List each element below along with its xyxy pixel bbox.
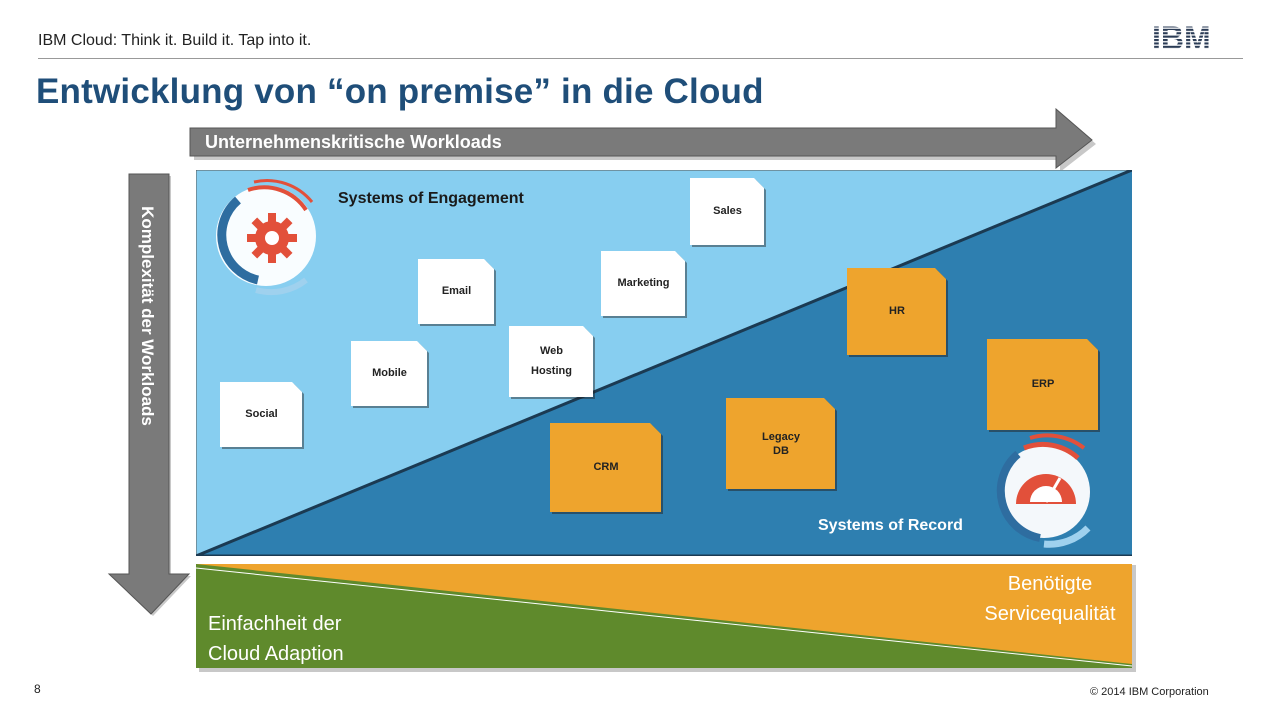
card-web-label-2: Hosting [531,365,572,377]
card-crm: CRM [550,423,663,514]
ibm-logo: IBM [1152,22,1211,52]
cloud-adoption-line-1: Einfachheit der [208,613,342,635]
card-mobile: Mobile [351,341,429,408]
slide-title: Entwicklung von “on premise” in die Clou… [36,72,764,111]
speedometer-icon [996,433,1091,548]
card-marketing-label: Marketing [617,277,670,290]
card-crm-label: CRM [593,461,619,474]
copyright: © 2014 IBM Corporation [1090,686,1209,698]
vertical-arrow-label: Komplexität der Workloads [138,206,157,426]
card-web-label-1: Web [539,345,563,358]
bottom-wedge-bar [196,564,1136,672]
card-email-label: Email [441,285,472,298]
card-mobile-label: Mobile [372,367,407,380]
systems-of-record-label: Systems of Record [818,517,963,534]
orange-wedge [196,564,1132,664]
service-quality-label: Benötigte Servicequalität [960,569,1140,629]
cloud-adoption-label: Einfachheit der Cloud Adaption [208,609,344,669]
card-social: Social [220,382,304,449]
systems-panel [196,170,1132,556]
header-subtitle: IBM Cloud: Think it. Build it. Tap into … [38,32,312,49]
service-quality-line-1: Benötigte [1007,573,1093,595]
card-erp-label: ERP [1031,378,1055,391]
card-sales-label: Sales [713,205,742,218]
ibm-logo-text: IBM [1152,22,1211,52]
gear-icon [216,179,316,296]
horizontal-arrow [189,108,1096,170]
horizontal-arrow-label: Unternehmenskritische Workloads [205,132,502,152]
systems-of-engagement-label: Systems of Engagement [338,190,524,207]
card-sales: Sales [690,178,766,247]
card-hr-label: HR [889,305,905,318]
vertical-arrow [107,173,191,616]
page-number: 8 [34,682,41,696]
card-legacy-label-2: DB [773,445,789,457]
header-divider [38,58,1243,59]
card-legacy-label-1: Legacy [762,430,800,443]
diagonal-divider [196,170,1132,556]
service-quality-line-2: Servicequalität [984,603,1116,625]
card-erp: ERP [987,339,1100,432]
cloud-adoption-line-2: Cloud Adaption [208,643,344,665]
card-social-label: Social [245,408,278,421]
card-email: Email [418,259,496,326]
card-marketing: Marketing [601,251,687,318]
card-hr: HR [847,268,948,357]
